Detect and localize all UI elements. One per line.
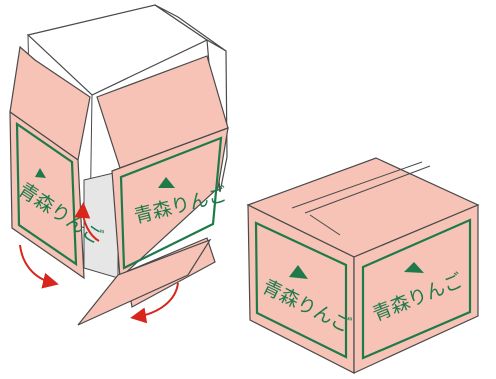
left-panel-frame xyxy=(15,121,78,267)
left-upper-flap xyxy=(9,45,91,162)
open-box: 青森りんご 青森りんご xyxy=(9,4,229,326)
curved-arrow-icon xyxy=(19,244,59,289)
mountain-icon xyxy=(158,177,175,188)
left-side-panel xyxy=(9,110,85,280)
right-face-frame xyxy=(361,218,472,360)
mountain-icon xyxy=(404,262,424,273)
mountain-icon xyxy=(289,265,308,279)
left-face-frame xyxy=(254,221,348,359)
front-panel-frame xyxy=(119,136,223,270)
box-right-face xyxy=(353,204,479,374)
top-seam xyxy=(291,161,423,209)
top-seam xyxy=(309,214,341,236)
mountain-icon xyxy=(35,168,46,178)
bottom-flap xyxy=(77,238,212,326)
top-seam xyxy=(304,165,431,214)
curved-arrow-icon xyxy=(74,202,100,242)
closed-box: 青森りんご 青森りんご xyxy=(246,157,480,374)
front-panel xyxy=(111,127,229,280)
curved-arrow-icon xyxy=(130,282,179,324)
